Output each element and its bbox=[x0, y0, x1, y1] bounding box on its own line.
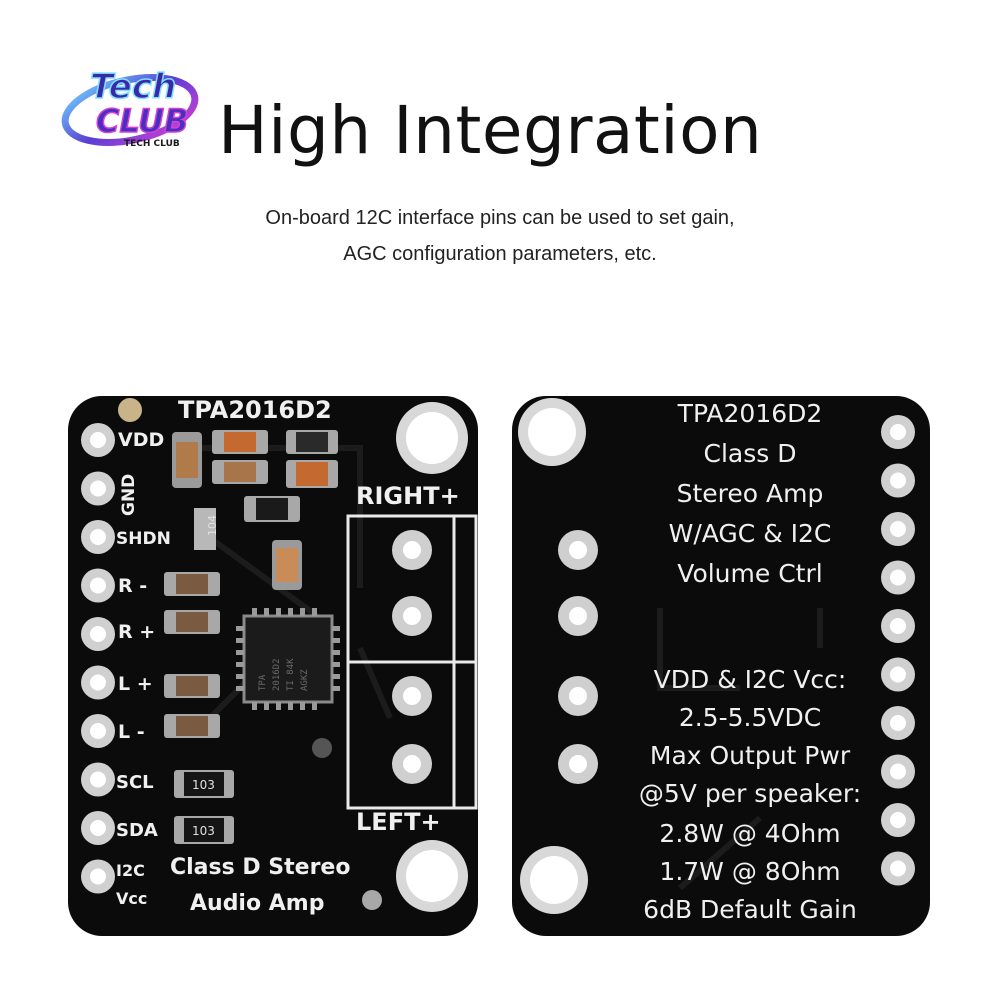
back-mounting-hole-bottom bbox=[520, 846, 588, 914]
smd-components bbox=[164, 430, 338, 844]
front-pin-pad-hole-4 bbox=[90, 577, 106, 594]
description-line-2: AGC configuration parameters, etc. bbox=[343, 243, 657, 265]
pin-label-r-plus: R + bbox=[118, 621, 155, 643]
back-pin-pad-hole-2 bbox=[890, 472, 906, 489]
back-text-line-10: 2.8W @ 4Ohm bbox=[659, 819, 840, 848]
back-mounting-hole-top bbox=[518, 398, 586, 466]
chip-marking-2: 2016D2 bbox=[272, 658, 282, 691]
back-header-pins bbox=[881, 415, 915, 886]
back-text-line-6: VDD & I2C Vcc: bbox=[654, 665, 847, 694]
description-line-1: On-board 12C interface pins can be used … bbox=[265, 207, 735, 229]
front-part-name: TPA2016D2 bbox=[178, 396, 332, 424]
back-pin-pad-hole-6 bbox=[890, 666, 906, 683]
pin-label-vcc: Vcc bbox=[116, 889, 147, 908]
pin-label-r-minus: R - bbox=[118, 575, 147, 597]
logo-text-line2: CLUB bbox=[96, 102, 189, 140]
mounting-hole-bottom bbox=[396, 840, 468, 912]
amplifier-chip: TPA 2016D2 TI 84K AGKZ bbox=[236, 608, 340, 710]
front-board: VDD GND SHDN R - R + L + L - SCL SDA I2C… bbox=[68, 396, 478, 936]
pin-label-shdn: SHDN bbox=[116, 529, 171, 549]
left-channel-label: LEFT+ bbox=[356, 808, 441, 836]
board-caption-line-2: Audio Amp bbox=[190, 891, 324, 916]
pin-label-gnd: GND bbox=[119, 474, 139, 516]
back-board: TPA2016D2 Class D Stereo Amp W/AGC & I2C… bbox=[512, 396, 930, 936]
front-pin-pad-hole-7 bbox=[90, 723, 106, 739]
resistor-marking-103-b: 103 bbox=[192, 824, 215, 838]
front-pin-pad-hole-10 bbox=[90, 868, 106, 885]
back-text-line-8: Max Output Pwr bbox=[650, 741, 851, 770]
back-pin-pad-hole-1 bbox=[890, 424, 906, 440]
logo-tagline: TECH CLUB bbox=[124, 139, 180, 149]
back-pin-pad-hole-7 bbox=[890, 715, 906, 731]
front-pin-pad-hole-1 bbox=[90, 432, 106, 448]
back-text-line-4: W/AGC & I2C bbox=[669, 519, 832, 548]
back-text-line-1: TPA2016D2 bbox=[677, 399, 823, 428]
back-text-line-5: Volume Ctrl bbox=[677, 559, 822, 588]
resistor-marking-103-a: 103 bbox=[192, 778, 215, 792]
pin-label-scl: SCL bbox=[116, 772, 154, 793]
front-pin-pad-hole-9 bbox=[90, 820, 106, 836]
resistor-marking-104: 104 bbox=[206, 515, 219, 536]
back-text-line-9: @5V per speaker: bbox=[639, 779, 861, 808]
headline: High Integration bbox=[218, 92, 763, 169]
back-pin-pad-hole-5 bbox=[890, 618, 906, 634]
speaker-terminals bbox=[346, 514, 478, 810]
back-pin-pad-hole-10 bbox=[890, 860, 906, 877]
back-pin-pad-hole-8 bbox=[890, 763, 906, 780]
board-caption-line-1: Class D Stereo bbox=[170, 855, 350, 880]
front-header-pins bbox=[81, 423, 115, 894]
speaker-pads bbox=[392, 530, 432, 784]
front-pin-pad-hole-6 bbox=[90, 674, 106, 691]
right-channel-label: RIGHT+ bbox=[356, 482, 460, 510]
front-pin-pad-hole-3 bbox=[90, 529, 106, 545]
pin-label-i2c: I2C bbox=[116, 861, 145, 880]
tech-club-logo: Tech CLUB TECH CLUB bbox=[61, 66, 199, 149]
chip-marking-3: TI 84K bbox=[286, 658, 296, 691]
back-speaker-pads bbox=[558, 530, 598, 784]
back-pin-pad-hole-3 bbox=[890, 521, 906, 537]
back-text-line-12: 6dB Default Gain bbox=[643, 895, 857, 924]
pin-label-l-plus: L + bbox=[118, 673, 153, 695]
pin-label-l-minus: L - bbox=[118, 721, 145, 743]
front-pin-pad-hole-8 bbox=[90, 771, 106, 788]
back-pin-pad-hole-4 bbox=[890, 569, 906, 586]
chip-marking-4: AGKZ bbox=[300, 669, 310, 691]
back-text-line-2: Class D bbox=[704, 439, 797, 468]
description: On-board 12C interface pins can be used … bbox=[0, 200, 1000, 272]
front-pin-pad-hole-5 bbox=[90, 626, 106, 642]
back-text-line-11: 1.7W @ 8Ohm bbox=[659, 857, 840, 886]
mounting-hole-top bbox=[396, 402, 468, 474]
back-pin-pad-hole-9 bbox=[890, 812, 906, 828]
front-pin-pad-hole-2 bbox=[90, 480, 106, 497]
product-photo: VDD GND SHDN R - R + L + L - SCL SDA I2C… bbox=[68, 396, 930, 936]
logo-text-line1: Tech bbox=[90, 67, 176, 107]
chip-marking-1: TPA bbox=[258, 674, 268, 691]
back-text-line-3: Stereo Amp bbox=[677, 479, 824, 508]
pin-label-vdd: VDD bbox=[118, 429, 164, 451]
back-text-line-7: 2.5-5.5VDC bbox=[679, 703, 821, 732]
pin-label-sda: SDA bbox=[116, 820, 158, 841]
